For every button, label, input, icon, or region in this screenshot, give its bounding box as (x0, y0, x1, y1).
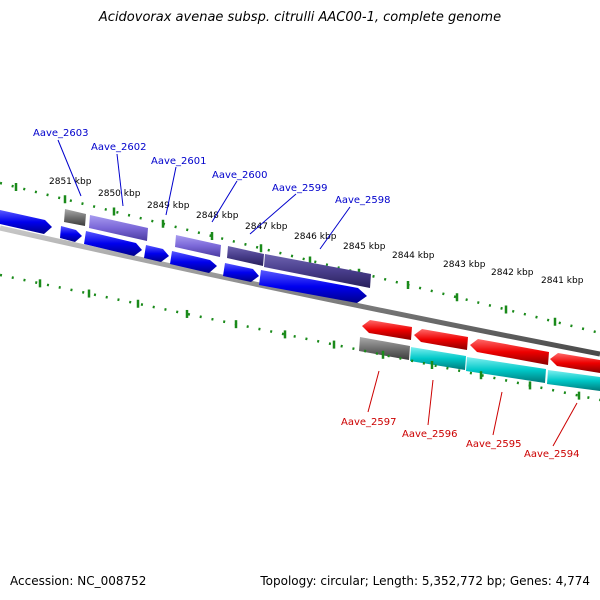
genome-summary: Topology: circular; Length: 5,352,772 bp… (260, 574, 590, 588)
forward-feature-track (64, 209, 371, 288)
forward-cds-arrow (60, 226, 82, 242)
kbp-label: 2851 kbp (49, 177, 92, 187)
forward-cds-arrow (259, 270, 367, 303)
label-leader-line (57, 139, 82, 197)
gene-label-forward: Aave_2603 (33, 128, 89, 139)
label-leader-line (552, 402, 578, 447)
kbp-label: 2847 kbp (245, 222, 288, 232)
kbp-label: 2843 kbp (443, 260, 486, 270)
label-leader-line (427, 379, 434, 426)
cyan-feature (466, 357, 546, 383)
gene-label-forward: Aave_2599 (272, 183, 328, 194)
label-leader-line (116, 153, 124, 207)
gene-label-reverse: Aave_2594 (524, 449, 580, 460)
label-leader-line (319, 206, 351, 250)
map-title: Acidovorax avenae subsp. citrulli AAC00-… (98, 10, 502, 25)
kbp-label: 2844 kbp (392, 251, 435, 261)
reverse-cds-arrow (362, 320, 412, 340)
inner-tick-ring (0, 273, 600, 402)
reverse-cds-arrow (550, 353, 600, 373)
light-purple-feature (89, 215, 148, 241)
cyan-feature (410, 347, 466, 370)
dark-purple-feature (227, 246, 264, 266)
dark-purple-feature (264, 254, 371, 288)
reverse-gene-labels: Aave_2597 Aave_2596 Aave_2595 Aave_2594 (341, 370, 580, 460)
kbp-label: 2846 kbp (294, 232, 337, 242)
forward-cds-arrow (144, 245, 169, 262)
gene-label-forward: Aave_2598 (335, 195, 391, 206)
gene-label-forward: Aave_2602 (91, 142, 147, 153)
reverse-cds-arrow (470, 339, 549, 365)
gene-label-reverse: Aave_2597 (341, 417, 397, 428)
label-leader-line (249, 193, 297, 235)
cyan-feature (547, 370, 600, 391)
accession-label: Accession: NC_008752 (10, 574, 147, 588)
light-purple-feature (175, 235, 221, 257)
label-leader-line (211, 180, 238, 223)
forward-gene-labels: Aave_2603 Aave_2602 Aave_2601 Aave_2600 … (33, 128, 391, 250)
label-leader-line (492, 391, 503, 436)
kbp-label: 2845 kbp (343, 242, 386, 252)
forward-cds-arrow (170, 251, 217, 273)
inner-major-ticks (38, 279, 581, 400)
kbp-label: 2848 kbp (196, 211, 239, 221)
kbp-label: 2841 kbp (541, 276, 584, 286)
kbp-label: 2850 kbp (98, 189, 141, 199)
gene-label-reverse: Aave_2595 (466, 439, 522, 450)
gene-label-forward: Aave_2601 (151, 156, 207, 167)
forward-cds-arrow (84, 231, 142, 256)
gene-label-forward: Aave_2600 (212, 170, 268, 181)
forward-cds-arrow (223, 263, 259, 282)
outer-tick-ring (0, 181, 600, 335)
kbp-label: 2842 kbp (491, 268, 534, 278)
gray-feature (64, 209, 86, 226)
label-leader-line (165, 166, 177, 216)
gray-feature (359, 337, 410, 360)
forward-cds-track (0, 210, 367, 303)
label-leader-line (367, 370, 380, 413)
outer-major-ticks (14, 183, 557, 326)
reverse-feature-track (359, 337, 600, 391)
reverse-cds-track (362, 320, 600, 373)
gene-label-reverse: Aave_2596 (402, 429, 458, 440)
reverse-cds-arrow (414, 329, 468, 350)
outer-tick-dots (0, 181, 600, 335)
genome-backbone (0, 225, 600, 357)
forward-cds-arrow (0, 210, 52, 234)
